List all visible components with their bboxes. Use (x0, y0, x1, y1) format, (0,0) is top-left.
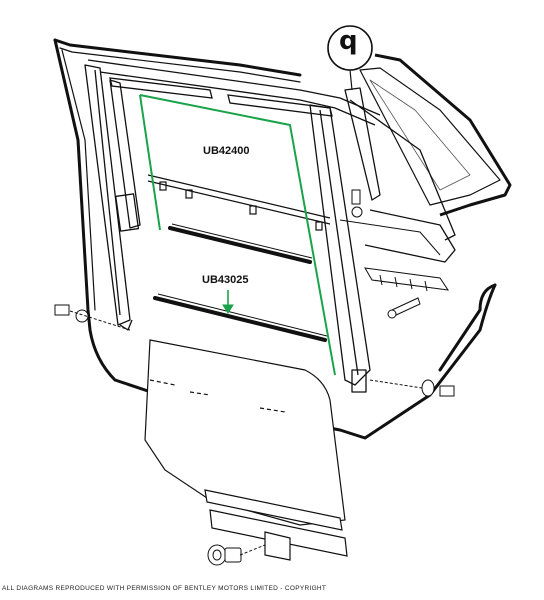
top-frame-channel (87, 59, 381, 126)
lift-channel (204, 489, 348, 561)
left-bolt (54, 304, 131, 331)
copyright-notice: ALL DIAGRAMS REPRODUCED WITH PERMISSION … (2, 585, 327, 592)
top-screw (351, 189, 363, 218)
upper-waist-seal (168, 223, 313, 264)
part-label-ub43025: UB43025 (202, 274, 249, 286)
ub43025-arrow (222, 290, 234, 314)
part-label-ub42400: UB42400 (203, 145, 250, 157)
rear-curved-seal (438, 283, 497, 372)
side-bracket (364, 267, 450, 292)
section-badge (327, 25, 373, 91)
rear-window-channel (309, 104, 371, 393)
ub42400-highlight-outline (139, 94, 336, 376)
front-window-channel (84, 64, 141, 331)
right-bolt (369, 379, 455, 397)
door-glass-panel (144, 339, 346, 526)
lower-waist-seal (153, 293, 328, 342)
bracket-screw (387, 297, 421, 319)
quarter-window-assembly (339, 53, 512, 263)
section-badge-label: d (339, 28, 358, 58)
lift-bush (207, 544, 266, 566)
inner-rail (147, 174, 331, 231)
